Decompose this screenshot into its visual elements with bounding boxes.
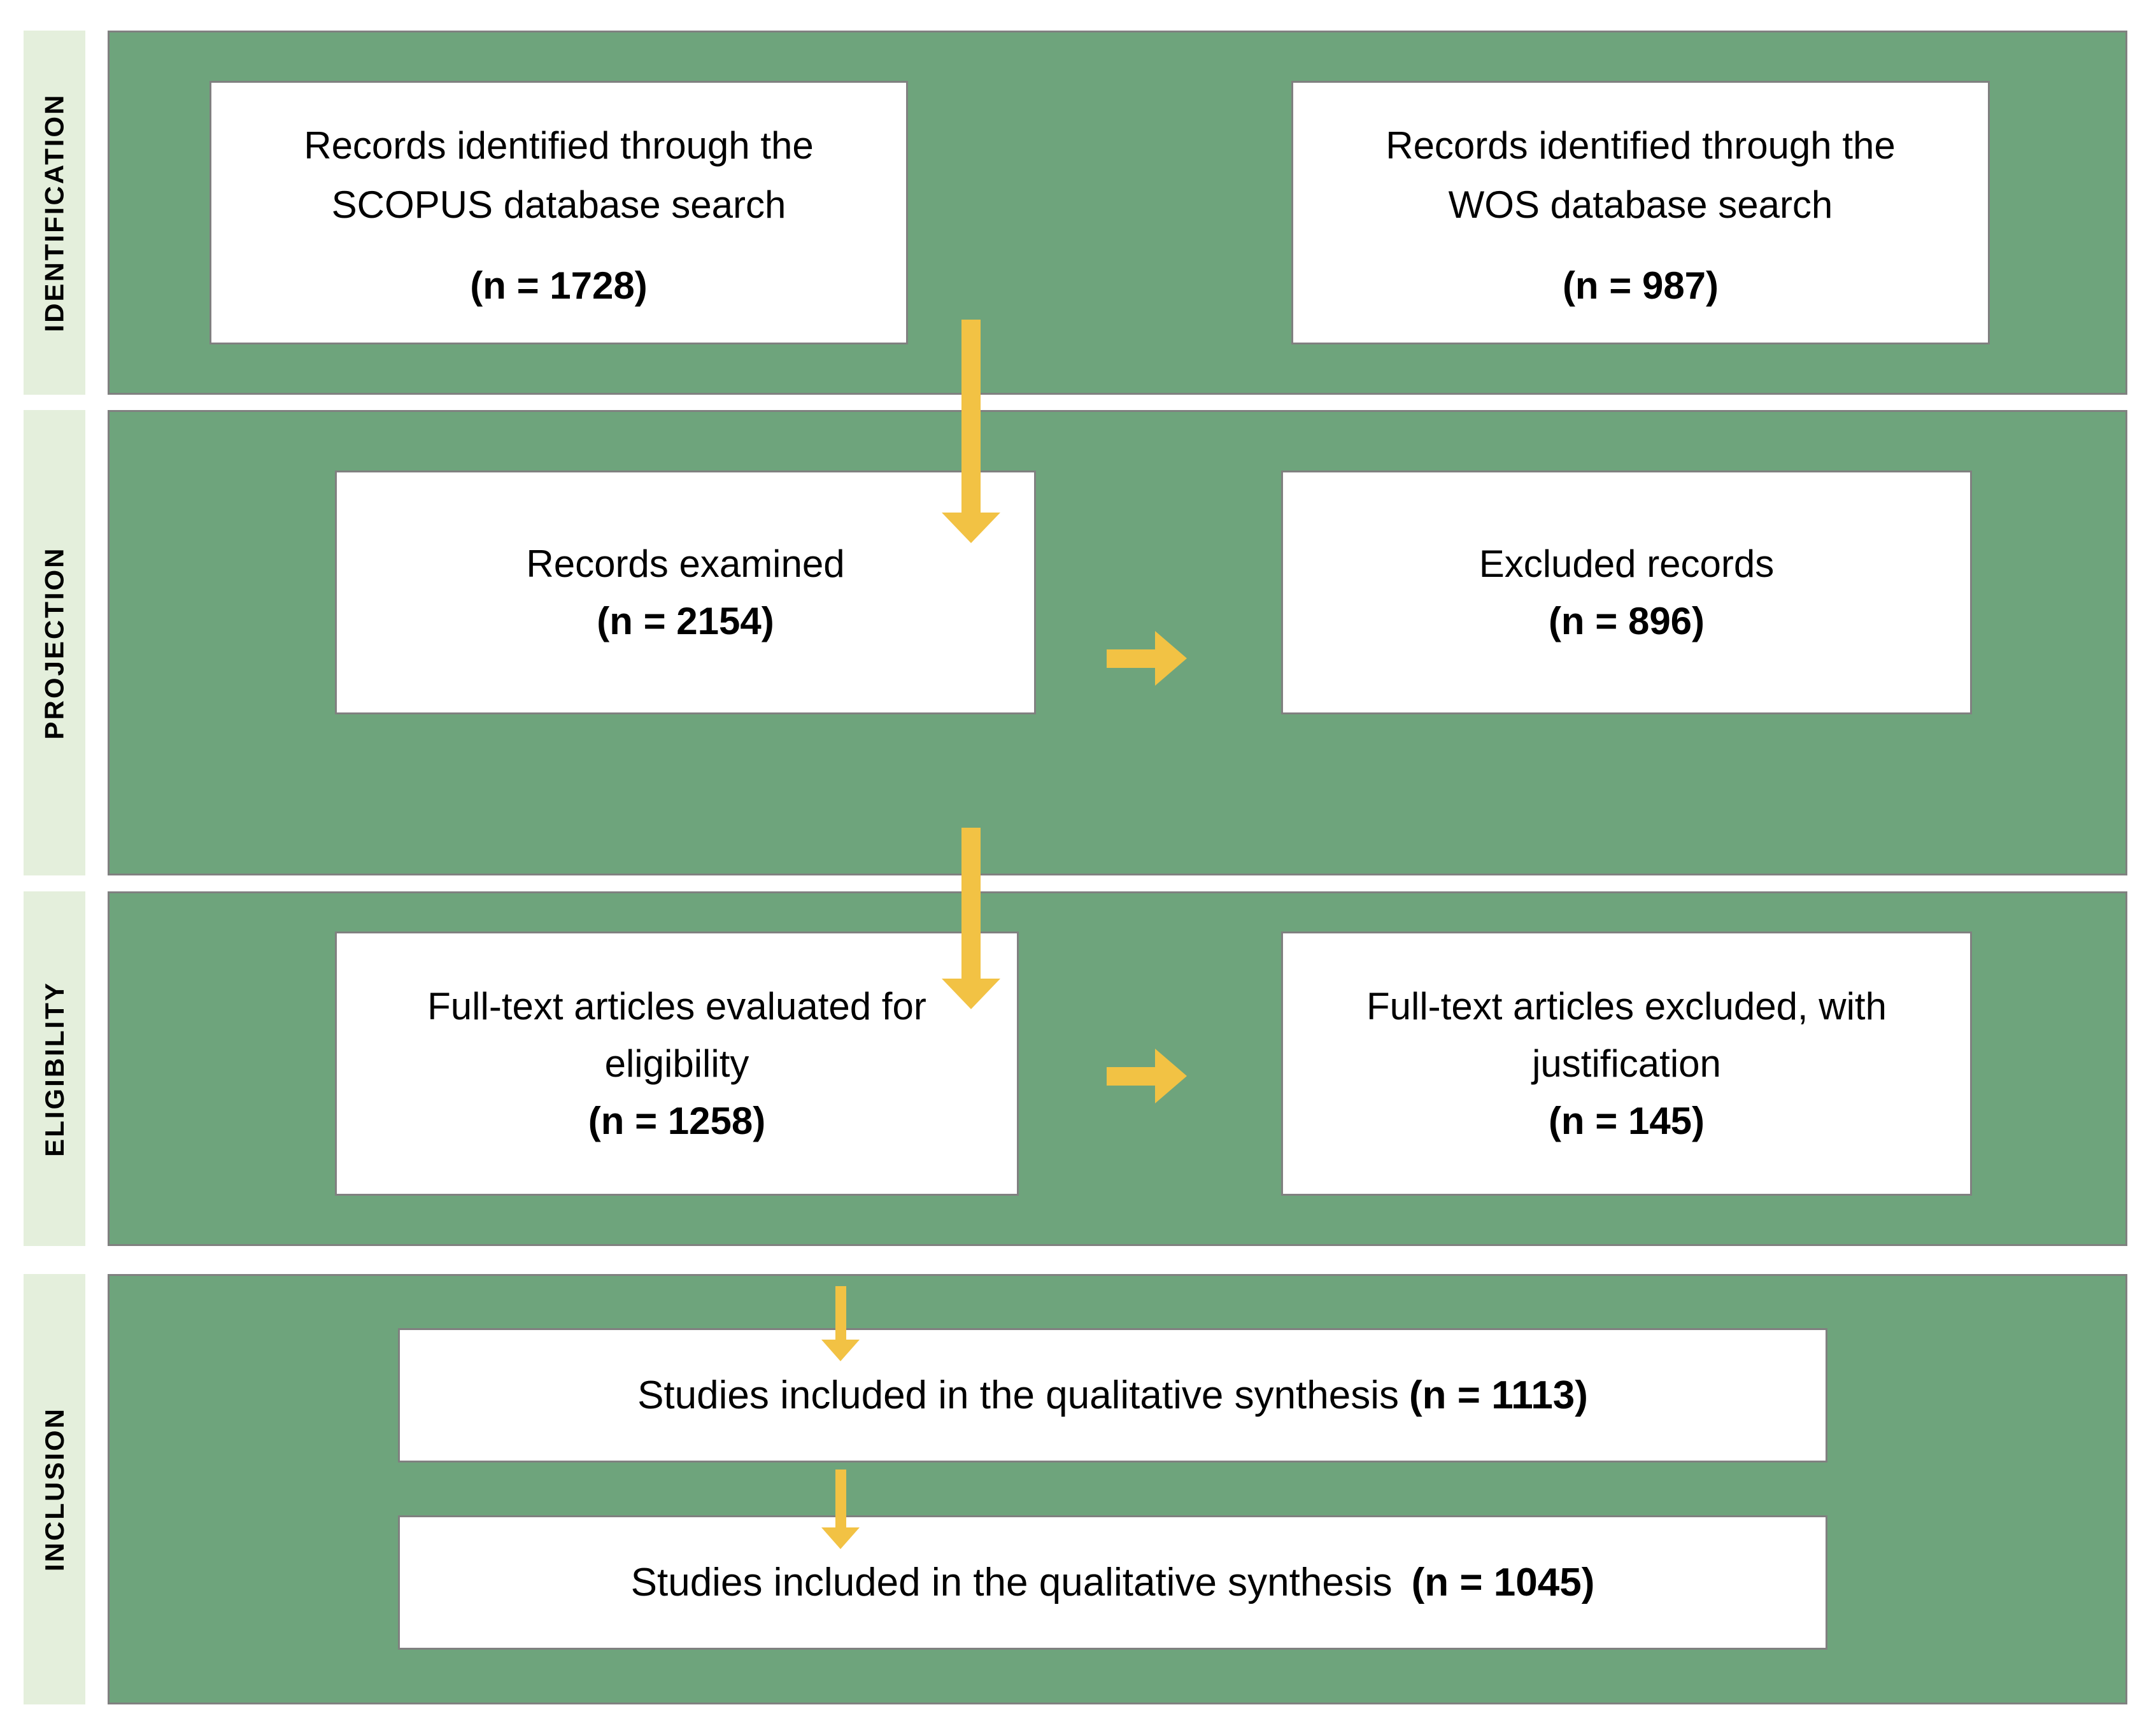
stage-label-text: PROJECTION [39,546,69,740]
box-count: (n = 1258) [588,1099,766,1142]
arrow-down-eligibility-to-inclusion-icon [835,1286,846,1342]
arrow-right-head-icon [1155,1049,1187,1103]
box-count: (n = 896) [1548,599,1705,642]
box-count: (n = 987) [1562,264,1719,307]
box-count: (n = 1728) [470,264,648,307]
box-count: (n = 2154) [597,599,774,642]
box-title: Records identified through the SCOPUS da… [304,124,814,226]
box-qualitative-synthesis-1: Studies included in the qualitative synt… [398,1328,1827,1462]
arrow-down-head-icon [821,1527,860,1549]
arrow-down-synthesis1-to-synthesis2-icon [835,1469,846,1529]
arrow-right-evaluated-to-excluded-icon [1107,1067,1156,1086]
arrow-right-examined-to-excluded-icon [1107,649,1156,668]
stage-label-inclusion: INCLUSION [24,1274,85,1704]
box-title: Full-text articles evaluated for eligibi… [427,984,926,1085]
box-wos-records: Records identified through the WOS datab… [1291,81,1990,344]
stage-label-identification: IDENTIFICATION [24,31,85,395]
box-excluded-records: Excluded records (n = 896) [1281,471,1972,714]
box-title: Excluded records [1479,542,1775,585]
box-count: (n = 1113) [1409,1373,1588,1417]
box-fulltext-evaluated: Full-text articles evaluated for eligibi… [335,931,1019,1196]
box-count: (n = 1045) [1411,1561,1595,1604]
box-title: Records identified through the WOS datab… [1386,124,1896,226]
arrow-right-head-icon [1155,631,1187,686]
stage-label-eligibility: ELIGIBILITY [24,891,85,1246]
arrow-down-projection-to-eligibility-icon [961,828,981,980]
arrow-down-head-icon [942,979,1000,1009]
box-title: Studies included in the qualitative synt… [637,1373,1400,1417]
box-title: Records examined [526,542,845,585]
stage-label-projection: PROJECTION [24,410,85,875]
stage-label-text: ELIGIBILITY [39,981,69,1157]
box-fulltext-excluded: Full-text articles excluded, with justif… [1281,931,1972,1196]
arrow-down-head-icon [821,1340,860,1361]
box-scopus-records: Records identified through the SCOPUS da… [209,81,908,344]
stage-label-text: IDENTIFICATION [39,93,69,332]
box-title: Full-text articles excluded, with justif… [1366,984,1887,1085]
box-qualitative-synthesis-2: Studies included in the qualitative synt… [398,1515,1827,1650]
arrow-down-identification-to-projection-icon [961,320,981,514]
box-title: Studies included in the qualitative synt… [630,1561,1393,1604]
stage-label-text: INCLUSION [39,1407,69,1571]
box-records-examined: Records examined (n = 2154) [335,471,1036,714]
arrow-down-head-icon [942,513,1000,543]
box-count: (n = 145) [1548,1099,1705,1142]
